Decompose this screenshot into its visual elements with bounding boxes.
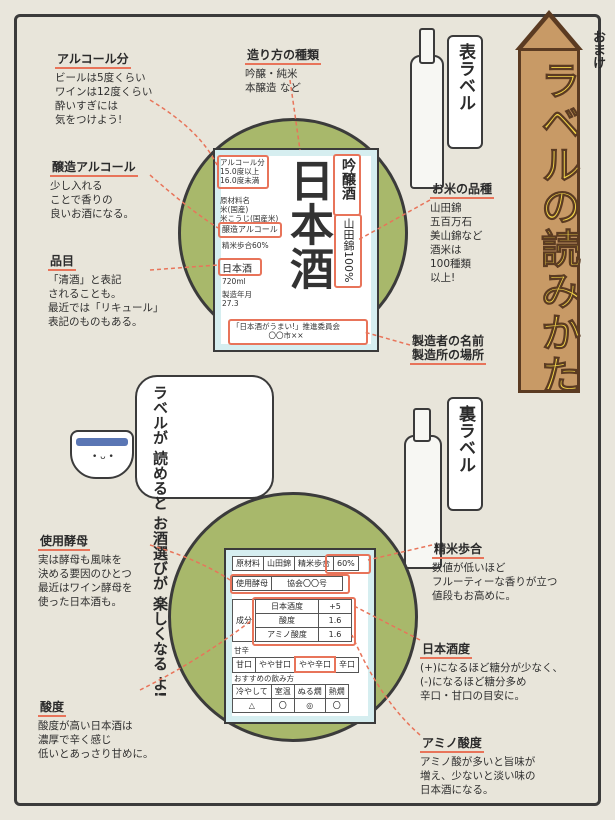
sake-cup: • ᴗ •	[70, 430, 134, 479]
back-serve: 冷やして 室温 ぬる燗 熱燗 △ 〇 ◎ 〇	[232, 684, 349, 713]
note-rice: お米の品種山田錦 五百万石 美山錦など 酒米は 100種類 以上!	[430, 182, 495, 284]
front-polish: 精米歩合60%	[222, 241, 269, 250]
front-brewing-alcohol: 醸造アルコール	[222, 225, 278, 234]
back-tag: 裏ラベル	[447, 397, 483, 511]
signpost	[518, 48, 580, 393]
front-grade: 吟醸酒	[340, 158, 356, 200]
back-cell-yeast: 協会〇〇号	[271, 576, 343, 591]
cup-band	[76, 438, 128, 446]
back-taste-4: 辛口	[334, 656, 359, 673]
back-amino-value: 1.6	[318, 627, 352, 642]
back-polish-box	[325, 554, 371, 574]
note-amino: アミノ酸度アミノ酸が多いと旨味が 増え、少ないと淡い味の 日本酒になる。	[420, 736, 536, 796]
back-components-box	[252, 597, 356, 646]
back-taste-1: 甘口	[232, 656, 256, 673]
note-alcohol: アルコール分ビールは5度くらい ワインは12度くらい 酔いすぎには 気をつけよう…	[55, 52, 153, 126]
note-maker: 製造者の名前 製造所の場所	[410, 320, 487, 367]
front-volume: 720ml	[222, 277, 246, 286]
front-category-box	[218, 258, 262, 276]
corner-label: おまけ	[590, 30, 605, 69]
note-method: 造り方の種類吟醸・純米 本醸造 など	[245, 48, 322, 94]
front-rice-box	[334, 214, 362, 288]
back-taste-3: やや辛口	[294, 656, 336, 673]
front-maker-box	[228, 319, 368, 345]
note-acidity: 酸度酸度が高い日本酒は 濃厚で辛く感じ 低いとあっさり甘めに。	[38, 700, 154, 760]
back-serve-label: おすすめの飲み方	[234, 674, 294, 683]
front-brewing-box	[218, 222, 282, 238]
front-ingredients: 原材料名 米(国産) 米こうじ(国産米)	[220, 196, 279, 223]
back-cell-polish-label: 精米歩合	[294, 556, 334, 571]
front-maker: 「日本酒がうまい!」推進委員会 〇〇市××	[232, 322, 341, 340]
note-polish: 精米歩合数値が低いほど フルーティーな香りが立つ 値段もお高めに。	[432, 542, 558, 602]
note-smv: 日本酒度(+)になるほど糖分が少なく、 (-)になるほど糖分多め 辛口・甘口の目…	[420, 642, 563, 702]
front-product-name: 日本酒	[282, 158, 333, 290]
back-yeast-box	[230, 574, 350, 594]
back-serve-mark-4: 〇	[324, 698, 349, 713]
back-cell-material-label: 原材料	[232, 556, 264, 571]
back-row1: 原材料 山田錦 精米歩合 60%	[232, 556, 359, 571]
back-serve-mark-1: △	[232, 698, 272, 713]
cup-face: • ᴗ •	[92, 452, 114, 462]
back-taste-label: 甘辛	[234, 646, 249, 655]
front-label-card	[213, 148, 379, 352]
front-bottle	[410, 55, 444, 189]
front-category: 日本酒	[222, 264, 252, 275]
front-bottle-neck	[419, 28, 435, 64]
front-tag: 表ラベル	[447, 35, 483, 149]
signpost-arrow-fill	[521, 17, 577, 50]
front-alcohol-box	[217, 155, 269, 189]
page-title: ラベルの読みかた	[534, 60, 581, 397]
back-taste-2: やや甘口	[255, 656, 296, 673]
front-alcohol: アルコール分 15.0度以上 16.0度未満	[220, 158, 265, 185]
back-row2: 使用酵母 協会〇〇号	[232, 576, 343, 591]
speech-bubble	[135, 375, 274, 499]
back-components: 成分 日本酒度 +5 酸度 1.6 アミノ酸度 1.6	[232, 599, 352, 642]
note-brewing-alcohol: 醸造アルコール少し入れる ことで香りの 良いお酒になる。	[50, 160, 138, 220]
note-yeast: 使用酵母実は酵母も風味を 決める要因のひとつ 最近はワイン酵母を 使った日本酒も…	[38, 534, 133, 608]
back-taste: 甘口 やや甘口 やや辛口 辛口	[232, 656, 359, 673]
note-item: 品目「清酒」と表記 されることも。 最近では「リキュール」 表記のものもある。	[48, 254, 164, 328]
front-date: 製造年月 27.3	[222, 290, 252, 308]
back-cell-polish: 60%	[333, 556, 359, 571]
speech-text: ラベルが 読めると お酒選びが 楽しくなる よ!	[151, 385, 169, 698]
back-bottle-neck	[413, 408, 431, 442]
front-rice: 山田錦100%	[342, 218, 355, 283]
